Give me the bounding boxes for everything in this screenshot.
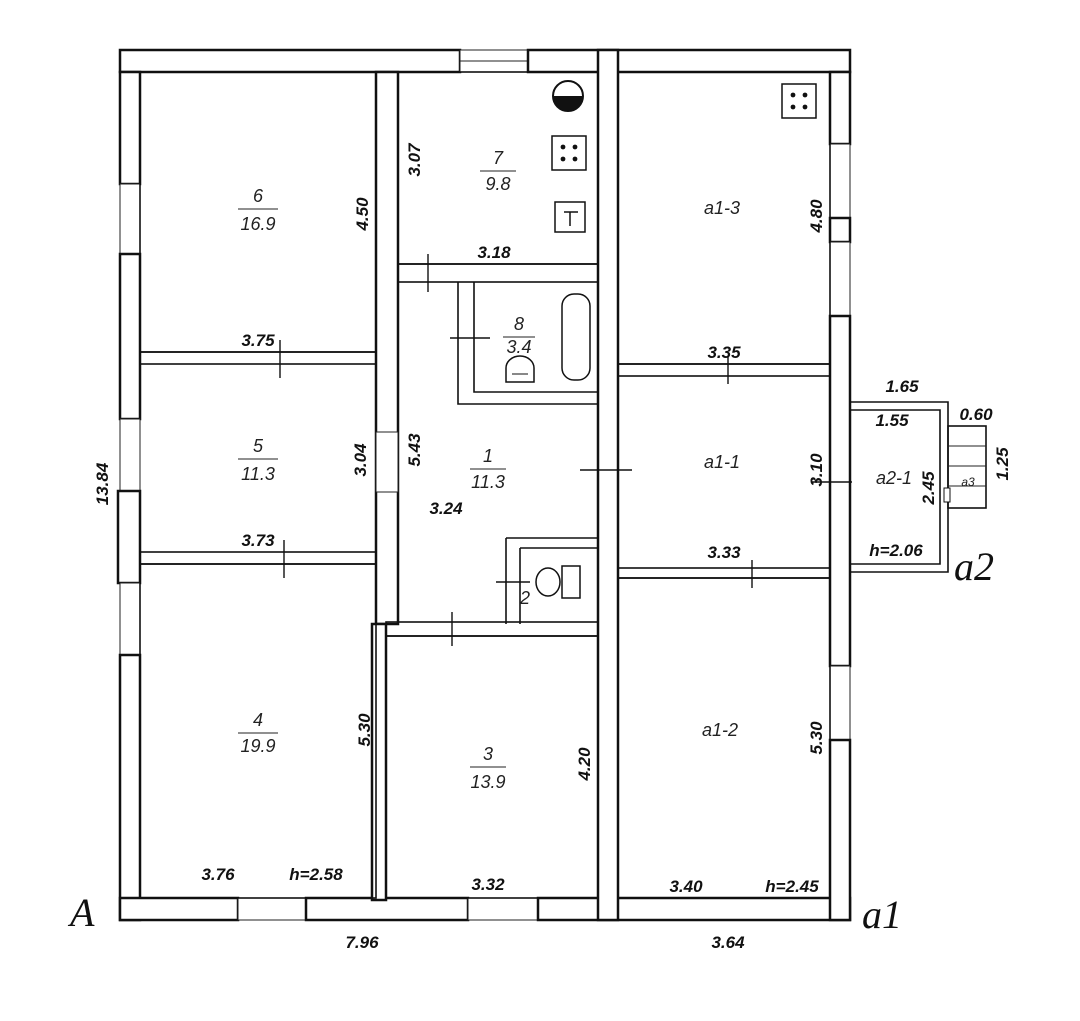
annex-stove-icon	[781, 83, 817, 119]
room-a2-1-id: a2-1	[876, 468, 912, 488]
dim-r1-h: 5.43	[405, 433, 424, 467]
dim-a12-w: 3.40	[669, 877, 703, 896]
sink-icon	[554, 201, 586, 233]
room-2-id: 2	[519, 588, 530, 608]
dim-a2-step: 0.60	[959, 405, 993, 424]
dim-r6-h: 4.50	[353, 197, 372, 232]
dim-a13-w: 3.35	[707, 343, 741, 362]
dim-a13-h: 4.80	[807, 199, 826, 234]
room-4-id: 4	[253, 710, 263, 730]
room-3-area: 13.9	[470, 772, 505, 792]
room-a1-1-id: a1-1	[704, 452, 740, 472]
room-4-area: 19.9	[240, 736, 275, 756]
dim-annex-width: 3.64	[711, 933, 745, 952]
room-5-area: 11.3	[241, 464, 275, 484]
dim-r1-w: 3.24	[429, 499, 463, 518]
letter-annex1: a1	[862, 892, 902, 937]
dim-a2-inner: 1.55	[875, 411, 909, 430]
dim-r6-w: 3.75	[241, 331, 275, 350]
dim-r3-w: 3.32	[471, 875, 505, 894]
dimensions: 4.50 3.75 3.07 3.18 3.04 3.73 5.43 3.24 …	[93, 142, 1012, 952]
dim-r4-ceiling: h=2.58	[289, 865, 343, 884]
room-a3-id: a3	[961, 475, 975, 489]
dim-main-width: 7.96	[345, 933, 379, 952]
room-a1-2-id: a1-2	[702, 720, 738, 740]
letter-main: A	[67, 890, 95, 935]
stove-icon	[551, 135, 587, 171]
dim-a11-h: 3.10	[807, 453, 826, 487]
washbasin-icon	[505, 355, 535, 383]
dim-r7-w: 3.18	[477, 243, 511, 262]
room-1-id: 1	[483, 446, 493, 466]
dim-a12-h: 5.30	[807, 721, 826, 755]
dim-a2-top: 1.65	[885, 377, 919, 396]
dim-a12-ceiling: h=2.45	[765, 877, 819, 896]
dim-a2-ceiling: h=2.06	[869, 541, 923, 560]
room-7-id: 7	[493, 148, 504, 168]
annex-a2	[850, 401, 987, 573]
dim-r3-h: 4.20	[575, 747, 594, 782]
room-3-id: 3	[483, 744, 493, 764]
boiler-icon	[552, 80, 584, 112]
room-8-area: 3.4	[506, 337, 531, 357]
room-1-area: 11.3	[471, 472, 505, 492]
outer-walls	[116, 48, 852, 922]
room-6-area: 16.9	[240, 214, 275, 234]
letter-annex2: a2	[954, 544, 994, 589]
room-5-id: 5	[253, 436, 264, 456]
fixtures	[505, 80, 817, 599]
room-8-id: 8	[514, 314, 524, 334]
dim-r5-w: 3.73	[241, 531, 275, 550]
dim-r7-h: 3.07	[405, 142, 424, 177]
dim-r4-w: 3.76	[201, 865, 235, 884]
toilet-icon	[535, 565, 581, 599]
room-labels: 6 16.9 7 9.8 8 3.4 5 11.3 1 11.3 2 4 19.…	[238, 148, 975, 792]
building-letters: A a1 a2	[67, 544, 994, 937]
bathtub-icon	[561, 293, 591, 381]
dim-main-height: 13.84	[93, 462, 112, 505]
dim-a2-h: 2.45	[919, 471, 938, 506]
room-a1-3-id: a1-3	[704, 198, 740, 218]
inner-walls	[139, 48, 852, 922]
room-6-id: 6	[253, 186, 264, 206]
dim-r4-h: 5.30	[355, 713, 374, 747]
dim-a11-w: 3.33	[707, 543, 741, 562]
dim-r5-h: 3.04	[351, 443, 370, 477]
room-7-area: 9.8	[485, 174, 510, 194]
dim-a2-side: 1.25	[993, 447, 1012, 481]
